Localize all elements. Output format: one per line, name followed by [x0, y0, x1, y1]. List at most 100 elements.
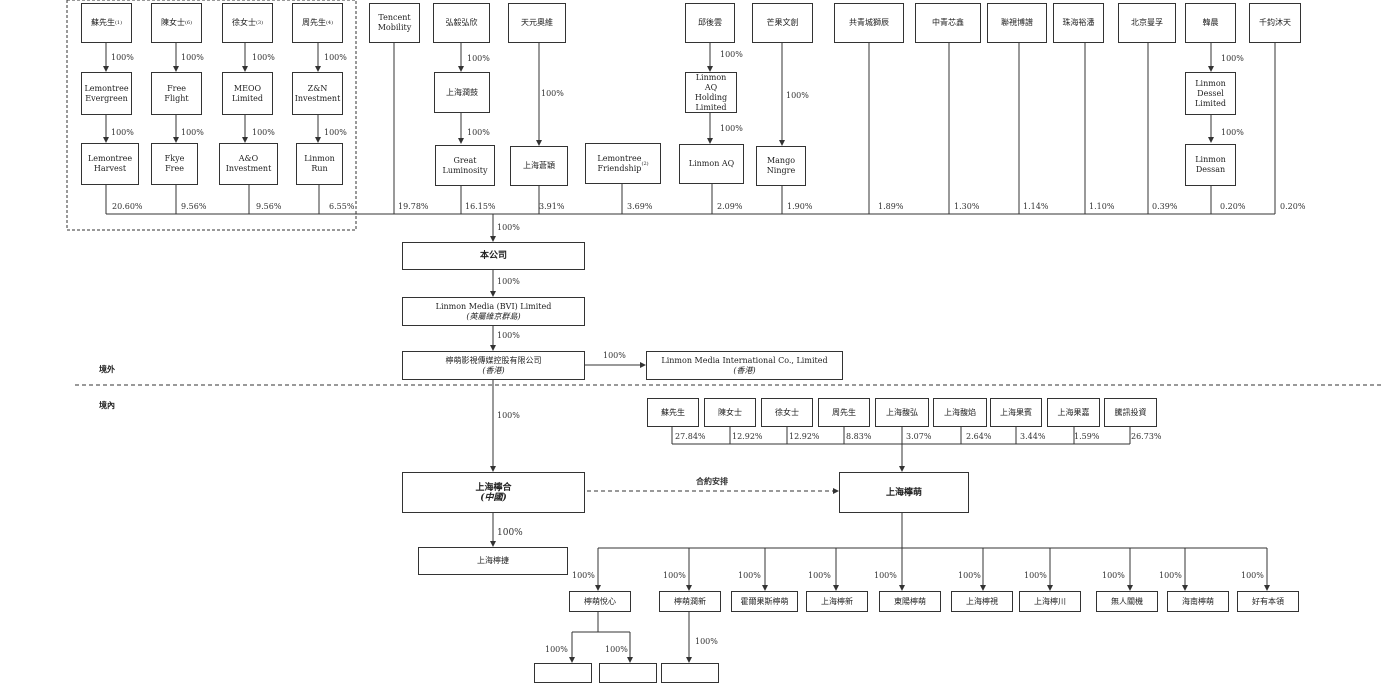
bvi-pct: 100%	[497, 277, 520, 286]
stake-label: 6.55%	[329, 202, 355, 211]
stake-label: 0.20%	[1280, 202, 1306, 211]
stake-label: 9.56%	[256, 202, 282, 211]
founder-group-dashed-box	[66, 0, 357, 231]
opco-sub-box: 無人關機	[1096, 591, 1158, 612]
hk-intl-name: Linmon Media International Co., Limited	[661, 355, 828, 365]
holder-box-linmon-dessan: Linmon Dessan	[1185, 144, 1236, 186]
stake-label: 1.14%	[1023, 202, 1049, 211]
opco-sub-box: 檸萌悅心	[569, 591, 631, 612]
opco-shareholder-box: 上海果嘉	[1047, 398, 1100, 427]
opco-shareholder-stake: 12.92%	[732, 432, 763, 441]
wfoe-name: 上海檸合	[475, 482, 512, 493]
stake-label: 1.89%	[878, 202, 904, 211]
hongyi-mid-pct: 100%	[467, 128, 490, 137]
mid-box-runbu: 上海潤鼓	[434, 72, 490, 113]
hk-sub: (香港)	[482, 365, 505, 375]
opco-sub-pct: 100%	[958, 571, 981, 580]
founder-box-su: 蘇先生(1)	[81, 3, 132, 43]
opco-sub-pct: 100%	[1024, 571, 1047, 580]
opco-sub-box: 上海檸新	[806, 591, 868, 612]
mango-pct: 100%	[786, 91, 809, 100]
founder-pct: 100%	[324, 53, 347, 62]
opco-sub-pct: 100%	[1159, 571, 1182, 580]
third-tier-box	[534, 663, 592, 683]
wfoe-pct: 100%	[497, 411, 520, 420]
holder-box-ao-investment: A&O Investment	[219, 143, 278, 185]
stake-label: 1.30%	[954, 202, 980, 211]
opco-shareholder-box: 蘇先生	[647, 398, 699, 427]
company-box: 本公司	[402, 242, 585, 270]
wfoe-box: 上海檸合(中國)	[402, 472, 585, 513]
founder-box-chen: 陳女士(6)	[151, 3, 202, 43]
opco-shareholder-stake: 2.64%	[966, 432, 992, 441]
founder-name: 蘇先生	[90, 18, 115, 27]
opco-shareholder-box: 陳女士	[704, 398, 756, 427]
wfoe-sub: (中國)	[480, 492, 507, 503]
holder-box-great-luminosity: Great Luminosity	[435, 145, 495, 186]
holder-box-linmon-aq: Linmon AQ	[679, 144, 744, 184]
hk-intl-pct: 100%	[603, 351, 626, 360]
shareholder-box-beijing: 北京曼孚	[1118, 3, 1176, 43]
opco-shareholder-box: 騰訊投資	[1104, 398, 1157, 427]
founder-note: (6)	[184, 20, 193, 26]
opco-shareholder-box: 上海馥焰	[933, 398, 987, 427]
founder-box-xu: 徐女士(3)	[222, 3, 273, 43]
vehicle-pct: 100%	[324, 128, 347, 137]
opco-shareholder-box: 周先生	[818, 398, 870, 427]
shareholder-box-lishi: 聯視博譜	[987, 3, 1047, 43]
hongyi-pct: 100%	[467, 54, 490, 63]
third-tier-pct: 100%	[605, 645, 628, 654]
holder-box-lemontree-harvest: Lemontree Harvest	[81, 143, 139, 185]
opco-sub-box: 上海檸川	[1019, 591, 1081, 612]
holder-box-fkye-free: Fkye Free	[151, 143, 198, 185]
shareholder-box-tianyuan: 天元奧維	[508, 3, 566, 43]
opco-sub-box: 檸萌潤新	[659, 591, 721, 612]
shareholder-box-zhongqing: 中青芯鑫	[915, 3, 981, 43]
founder-pct: 100%	[252, 53, 275, 62]
founder-name: 徐女士	[231, 18, 256, 27]
stake-label: 0.20%	[1220, 202, 1246, 211]
opco-sub-box: 上海檸視	[951, 591, 1013, 612]
holder-name: Lemontree Friendship	[597, 153, 642, 173]
holder-box-lemontree-friendship: Lemontree Friendship(2)	[585, 143, 661, 184]
founder-box-zhou: 周先生(4)	[292, 3, 343, 43]
vehicle-box-free-flight: Free Flight	[151, 72, 202, 115]
founder-note: (3)	[255, 20, 264, 26]
vehicle-pct: 100%	[111, 128, 134, 137]
wfoe-sub-pct: 100%	[497, 528, 523, 538]
hk-pct: 100%	[497, 331, 520, 340]
stake-label: 3.91%	[539, 202, 565, 211]
holder-note: (2)	[641, 160, 649, 167]
mid-box-linmon-aq-holding: Linmon AQ Holding Limited	[685, 72, 737, 113]
holder-box-linmon-run: Linmon Run	[296, 143, 343, 185]
mid-box-linmon-dessel: Linmon Dessel Limited	[1185, 72, 1236, 115]
shareholder-box-xu: 邱後雲	[685, 3, 735, 43]
shareholder-box-tencent: Tencent Mobility	[369, 3, 420, 43]
stake-label: 1.90%	[787, 202, 813, 211]
opco-sub-pct: 100%	[663, 571, 686, 580]
opco-sub-pct: 100%	[874, 571, 897, 580]
xu-pct: 100%	[720, 50, 743, 59]
shareholder-box-gongqing: 共青城獅辰	[834, 3, 904, 43]
xu-mid-pct: 100%	[720, 124, 743, 133]
hk-intl-box: Linmon Media International Co., Limited(…	[646, 351, 843, 380]
shareholder-box-mango: 芒果文創	[752, 3, 813, 43]
opco-shareholder-stake: 1.59%	[1074, 432, 1100, 441]
third-tier-pct: 100%	[695, 637, 718, 646]
founder-name: 陳女士	[160, 18, 185, 27]
vehicle-box-lemontree-evergreen: Lemontree Evergreen	[81, 72, 132, 115]
vehicle-box-meoo: MEOO Limited	[222, 72, 273, 115]
hk-holdco-box: 檸萌影視傳媒控股有限公司(香港)	[402, 351, 585, 380]
opco-box: 上海檸萌	[839, 472, 969, 513]
opco-sub-box: 好有本領	[1237, 591, 1299, 612]
hk-intl-sub: (香港)	[733, 365, 756, 375]
shareholder-box-zhuhai: 珠海裕潘	[1053, 3, 1104, 43]
shareholder-box-hongyi: 弘毅弘欣	[433, 3, 490, 43]
vehicle-pct: 100%	[181, 128, 204, 137]
opco-sub-pct: 100%	[808, 571, 831, 580]
bvi-box: Linmon Media (BVI) Limited(英屬維京群島)	[402, 297, 585, 326]
opco-shareholder-stake: 12.92%	[789, 432, 820, 441]
founder-note: (4)	[325, 20, 334, 26]
opco-sub-pct: 100%	[1102, 571, 1125, 580]
holder-box-cangying: 上海蒼穎	[510, 146, 568, 186]
